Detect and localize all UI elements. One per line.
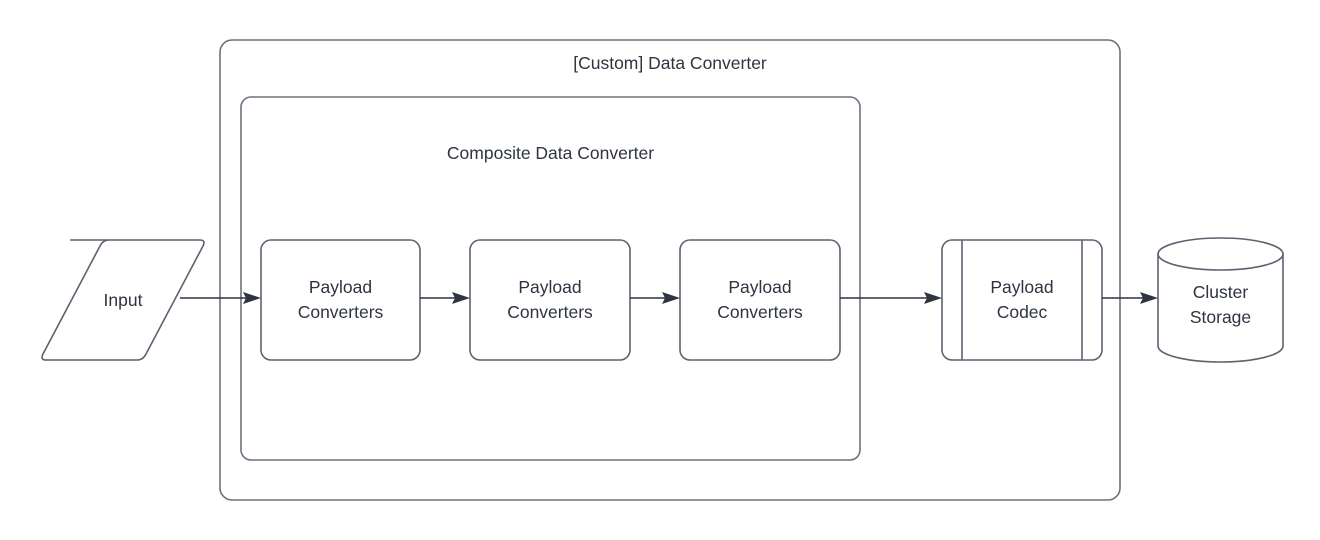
node-input-shape[interactable] (41, 239, 205, 361)
node-payload-converters-2-shape[interactable] (469, 239, 631, 361)
container-composite-data-converter-outline[interactable] (240, 96, 861, 461)
edge-pc3-to-payload-codec-arrowhead (924, 292, 942, 304)
container-custom-data-converter-label: [Custom] Data Converter (573, 53, 767, 73)
edge-payload-codec-to-cluster-storage-arrowhead (1140, 292, 1158, 304)
node-payload-converters-1-shape[interactable] (260, 239, 421, 361)
node-payload-codec-shape[interactable] (941, 239, 1103, 361)
container-composite-data-converter-label: Composite Data Converter (446, 143, 655, 163)
edge-input-to-payload-converters-1-arrowhead (243, 292, 261, 304)
node-cluster-storage-top (1157, 237, 1284, 271)
edge-pc1-to-pc2-arrowhead (452, 292, 470, 304)
node-cluster-storage-body[interactable] (1157, 253, 1284, 363)
container-custom-data-converter-outline[interactable] (219, 39, 1121, 501)
edge-pc2-to-pc3-arrowhead (662, 292, 680, 304)
node-payload-converters-3-shape[interactable] (679, 239, 841, 361)
